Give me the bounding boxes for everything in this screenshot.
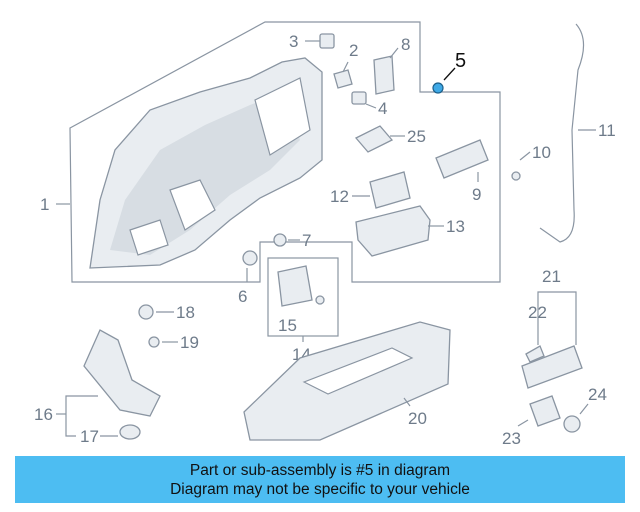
part-7-clip [273, 233, 287, 247]
callout-24: 24 [588, 385, 607, 404]
callout-23: 23 [502, 429, 521, 448]
part-8-bracket [373, 55, 395, 95]
callout-5: 5 [455, 50, 466, 72]
part-5-screw [432, 82, 444, 94]
callout-17: 17 [80, 427, 99, 446]
part-18-grommet [138, 304, 154, 320]
part-12-bezel [369, 171, 411, 209]
callout-22: 22 [528, 303, 547, 322]
part-2-clip [333, 69, 353, 89]
callout-11: 11 [598, 121, 616, 140]
callout-6: 6 [238, 287, 247, 306]
banner-line-1: Part or sub-assembly is #5 in diagram [189, 462, 451, 479]
callout-3: 3 [289, 32, 298, 51]
callout-9: 9 [472, 185, 481, 204]
callout-25: 25 [407, 127, 426, 146]
panel-group-outline [69, 21, 501, 283]
part-17-clip [119, 424, 141, 440]
part-25-cover [354, 125, 394, 153]
callout-7: 7 [302, 231, 311, 250]
part-21-lamp [521, 345, 583, 389]
callout-4: 4 [378, 99, 387, 118]
part-9-handle [435, 139, 489, 179]
part-22-bulb [525, 345, 545, 363]
info-banner: Part or sub-assembly is #5 in diagram Di… [15, 456, 625, 503]
parts-diagram: 1 3 2 8 4 5 25 9 10 12 13 11 6 7 [34, 21, 616, 448]
callout-10: 10 [532, 143, 551, 162]
callout-2: 2 [349, 41, 358, 60]
callout-21: 21 [542, 267, 561, 286]
callout-15: 15 [278, 316, 297, 335]
callout-18: 18 [176, 303, 195, 322]
part-16-bracket [83, 329, 161, 417]
callout-20: 20 [408, 409, 427, 428]
part-3-clip [319, 33, 335, 49]
callout-16: 16 [34, 405, 53, 424]
callout-8: 8 [401, 35, 410, 54]
part-6-nut [242, 250, 258, 266]
part-19-screw [148, 336, 160, 348]
callout-1: 1 [40, 195, 49, 214]
part-24-cap [563, 415, 581, 433]
callout-12: 12 [330, 187, 349, 206]
part-13-bracket [355, 205, 431, 257]
callout-13: 13 [446, 217, 465, 236]
callout-19: 19 [180, 333, 199, 352]
part-11-cable [539, 23, 585, 243]
part-10-screw [511, 171, 521, 181]
banner-line-2: Diagram may not be specific to your vehi… [170, 481, 470, 498]
part-4-clip [351, 91, 367, 105]
part-23-socket [529, 395, 561, 427]
part-14-handle [277, 265, 313, 307]
